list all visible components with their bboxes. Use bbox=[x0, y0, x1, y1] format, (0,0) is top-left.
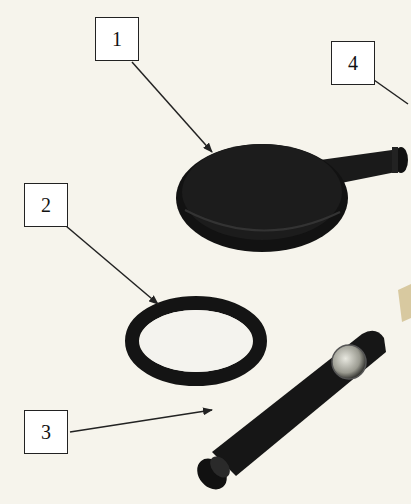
ring bbox=[132, 303, 260, 379]
off-frame-part bbox=[398, 284, 411, 322]
callout-number: 1 bbox=[112, 29, 122, 49]
callout-box: 3 bbox=[24, 410, 68, 454]
slide-holder bbox=[191, 331, 386, 496]
callout-box: 2 bbox=[24, 183, 68, 227]
callout-number: 3 bbox=[41, 422, 51, 442]
callout-box: 1 bbox=[95, 17, 139, 61]
round-cover bbox=[176, 144, 408, 252]
callout-number: 4 bbox=[348, 53, 358, 73]
leader-lines bbox=[66, 62, 408, 432]
callout-box: 4 bbox=[331, 41, 375, 85]
callout-number: 2 bbox=[41, 195, 51, 215]
